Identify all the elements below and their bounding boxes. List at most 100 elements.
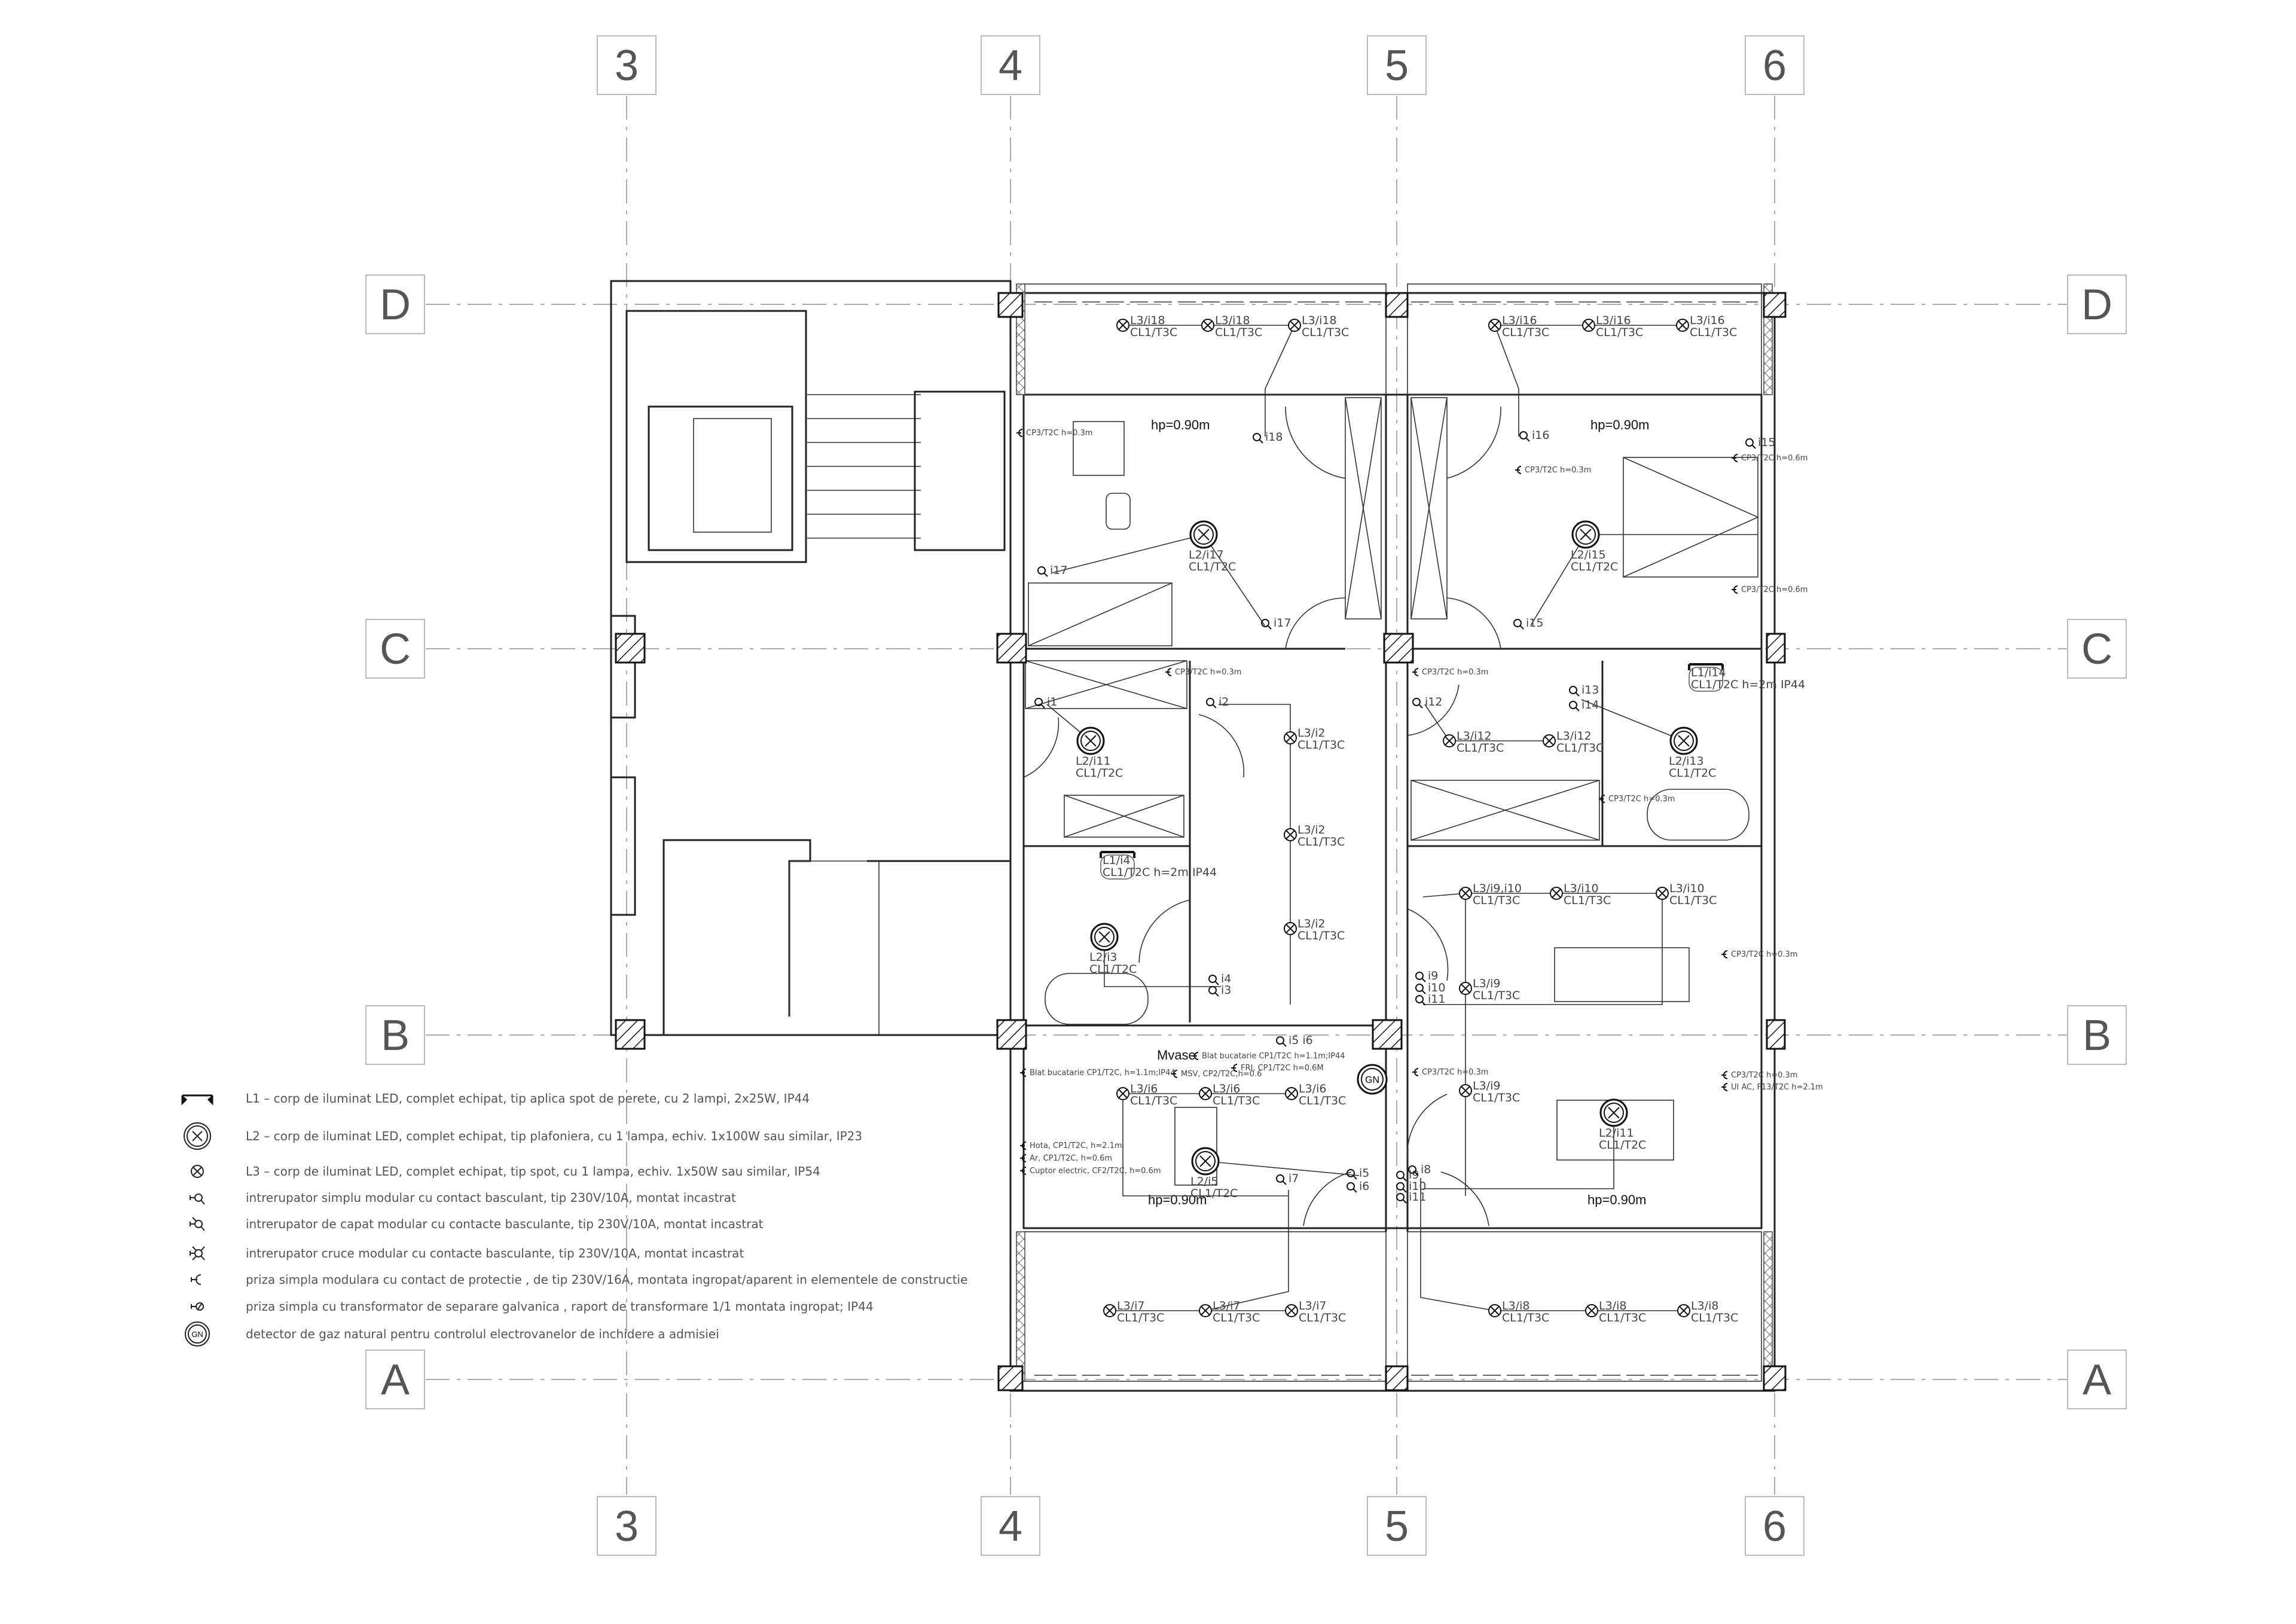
socket-note: UI AC, F13/T2C h=2.1m bbox=[1721, 1083, 1823, 1092]
luminaire-label: L3/i18 bbox=[1302, 314, 1337, 327]
socket-note: Ar, CP1/T2C, h=0.6m bbox=[1020, 1154, 1112, 1163]
socket-note: CP3/T2C h=0.3m bbox=[1515, 466, 1591, 475]
luminaire-label: L1/i4 bbox=[1103, 854, 1130, 867]
gas-detector-label: GN bbox=[1365, 1075, 1379, 1085]
legend-row: L3 – corp de iluminat LED, complet echip… bbox=[191, 1164, 820, 1179]
switch-icon bbox=[1569, 701, 1577, 709]
switch: i12 bbox=[1412, 695, 1442, 709]
luminaire-circuit: CL1/T2C bbox=[1190, 1187, 1238, 1200]
switch-label: i12 bbox=[1425, 695, 1442, 709]
luminaire-label: L3/i2 bbox=[1297, 726, 1325, 740]
grid-label: A bbox=[381, 1356, 410, 1404]
socket-note: CP3/T2C h=0.3m bbox=[1721, 1071, 1797, 1080]
luminaire-label: L3/i8 bbox=[1599, 1299, 1626, 1312]
socket-icon bbox=[1020, 1154, 1027, 1162]
grid-column-3-top: 3 bbox=[597, 35, 657, 95]
legend-text: priza simpla modulara cu contact de prot… bbox=[246, 1272, 967, 1287]
switch-label: i15 bbox=[1526, 616, 1543, 630]
grid-label: A bbox=[2083, 1356, 2111, 1404]
grid-label: 6 bbox=[1763, 1503, 1787, 1550]
socket-label: CP3/T2C h=0.3m bbox=[1422, 668, 1488, 677]
switch-icon bbox=[1037, 566, 1046, 575]
switch-icon bbox=[1276, 1036, 1284, 1045]
luminaire-label: L3/i18 bbox=[1215, 314, 1250, 327]
circuit-wiring bbox=[1046, 325, 1758, 1311]
grid-row-D-right: D bbox=[2067, 274, 2127, 334]
socket-icon bbox=[1515, 466, 1522, 474]
grid-label: B bbox=[2083, 1012, 2111, 1060]
socket-label: CP3/T2C h=0.3m bbox=[1731, 950, 1797, 959]
luminaire-circuit: CL1/T3C bbox=[1556, 741, 1604, 755]
switch-icon bbox=[1396, 1182, 1405, 1190]
switch: i6 bbox=[1347, 1180, 1369, 1193]
socket-label: FRI, CP1/T2C h=0.6M bbox=[1241, 1064, 1324, 1073]
luminaire-label: L3/i9,i10 bbox=[1473, 882, 1522, 895]
luminaire-label: L3/i9 bbox=[1473, 977, 1500, 990]
luminaire-circuit: CL1/T2C bbox=[1089, 963, 1137, 976]
switch: i7 bbox=[1276, 1172, 1299, 1185]
socket-icon bbox=[1016, 429, 1023, 437]
luminaire-label: L3/i7 bbox=[1213, 1299, 1240, 1312]
socket-icon bbox=[1721, 950, 1728, 958]
legend-row: intrerupator cruce modular cu contacte b… bbox=[190, 1246, 744, 1260]
grid-column-5-bottom: 5 bbox=[1367, 1496, 1427, 1556]
luminaire-circuit: CL1/T3C bbox=[1473, 1091, 1520, 1104]
socket-label: Hota, CP1/T2C, h=2.1m bbox=[1030, 1141, 1122, 1150]
switch-icon bbox=[1253, 433, 1261, 441]
socket-note: Blat bucatarie CP1/T2C h=1.1m;IP44 bbox=[1192, 1052, 1345, 1061]
luminaire-label: L3/i7 bbox=[1117, 1299, 1144, 1312]
switch: i5 i6 bbox=[1276, 1034, 1313, 1047]
socket-note: Blat bucatarie CP1/T2C, h=1.1m;IP44 bbox=[1020, 1069, 1176, 1077]
luminaire-circuit: CL1/T3C bbox=[1596, 326, 1643, 339]
socket-label: MSV, CP2/T2C,h=0.6 bbox=[1181, 1070, 1262, 1079]
luminaire-circuit: CL1/T2C bbox=[1571, 560, 1618, 573]
switch: i16 bbox=[1519, 429, 1549, 442]
gas-detector-icon: GN bbox=[1357, 1064, 1388, 1095]
switch-label: i9 bbox=[1409, 1168, 1419, 1182]
luminaire-label: L3/i16 bbox=[1690, 314, 1725, 327]
switch-icon bbox=[1408, 1165, 1416, 1174]
switch-icon bbox=[1347, 1169, 1355, 1177]
socket-note: FRI, CP1/T2C h=0.6M bbox=[1231, 1064, 1324, 1073]
switch-icon bbox=[1206, 698, 1214, 706]
switch: i1 bbox=[1034, 695, 1057, 709]
switch-icon bbox=[1034, 698, 1043, 706]
switch-icon bbox=[1519, 431, 1528, 439]
luminaire-circuit: CL1/T3C bbox=[1302, 326, 1349, 339]
wall-spot-icon bbox=[1100, 851, 1135, 858]
switch-icon bbox=[1347, 1182, 1355, 1190]
socket-icon bbox=[1732, 454, 1738, 462]
switch: i18 bbox=[1253, 431, 1283, 444]
socket-note: CP3/T2C h=0.3m bbox=[1721, 950, 1797, 959]
grid-column-5-top: 5 bbox=[1367, 35, 1427, 95]
luminaire-label: L2/i11 bbox=[1076, 755, 1111, 768]
switch-label: i4 bbox=[1221, 972, 1231, 985]
socket-icon bbox=[1412, 668, 1419, 676]
luminaire-label: L3/i10 bbox=[1669, 882, 1705, 895]
legend-row: GN detector de gaz natural pentru contro… bbox=[185, 1321, 719, 1347]
socket-note: Cuptor electric, CF2/T2C, h=0.6m bbox=[1020, 1167, 1161, 1176]
socket-label: CP3/T2C h=0.3m bbox=[1026, 429, 1092, 438]
luminaire-circuit: CL1/T3C bbox=[1215, 326, 1262, 339]
grid-label: 4 bbox=[999, 1503, 1022, 1550]
socket-label: Ar, CP1/T2C, h=0.6m bbox=[1030, 1154, 1112, 1163]
grid-column-3-bottom: 3 bbox=[597, 1496, 657, 1556]
socket-icon bbox=[191, 1274, 201, 1285]
luminaire-label: L2/i5 bbox=[1190, 1175, 1218, 1188]
luminaire-circuit: CL1/T3C bbox=[1502, 1311, 1549, 1324]
grid-column-4-top: 4 bbox=[981, 35, 1040, 95]
grid-label: 4 bbox=[999, 42, 1022, 90]
hp-note: hp=0.90m bbox=[1148, 1192, 1207, 1207]
grid-bubbles: 3 4 5 6 3 4 5 6 D C B A D C B A bbox=[365, 35, 2127, 1556]
switch-icon bbox=[1415, 984, 1424, 992]
switch-icon bbox=[1396, 1171, 1405, 1179]
switch-label: i8 bbox=[1421, 1163, 1431, 1176]
cross-switch-icon bbox=[190, 1246, 205, 1260]
